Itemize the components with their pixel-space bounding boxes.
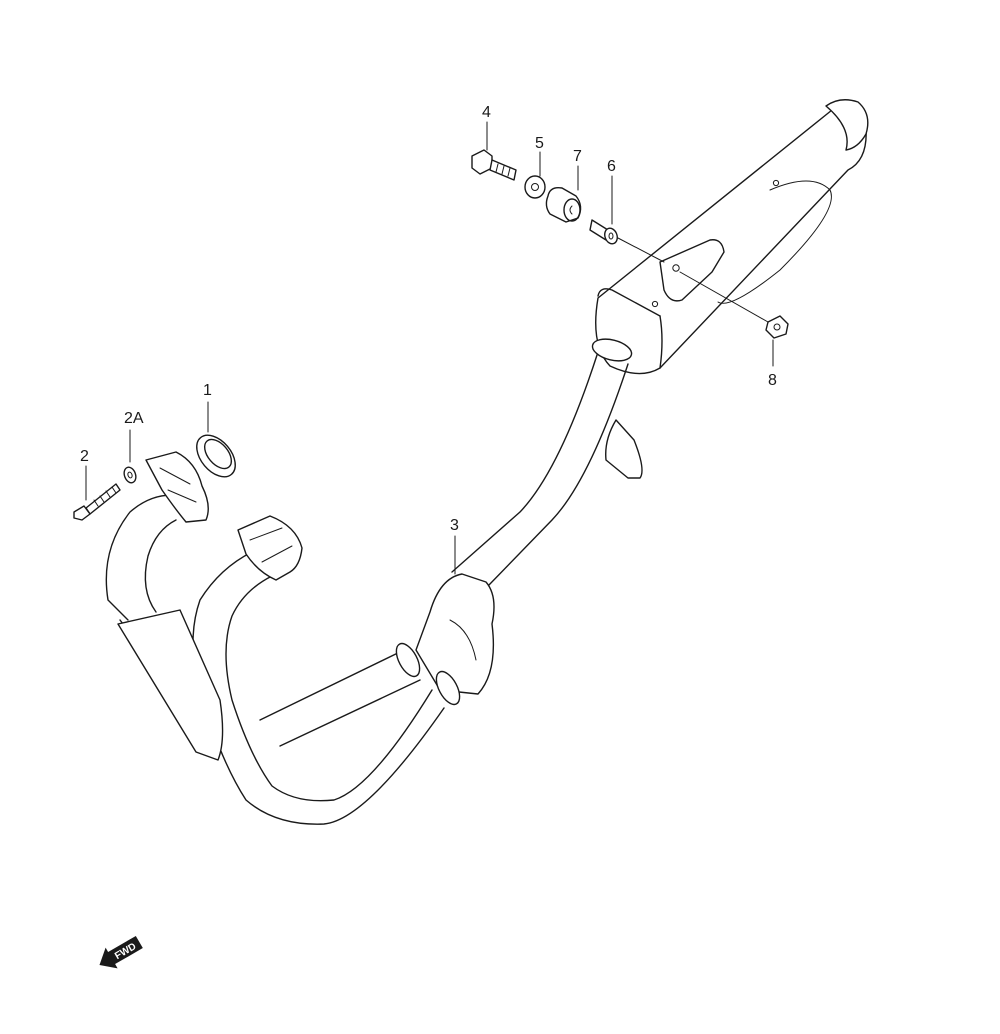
fwd-arrow-icon (99, 935, 143, 969)
mount-collar (589, 219, 618, 245)
callout-4: 4 (482, 104, 491, 121)
leader-lines (85, 121, 774, 575)
fwd-direction-badge: FWD (99, 935, 143, 969)
mount-assembly-axis (617, 237, 769, 323)
mount-bolt (471, 149, 517, 181)
callout-2a: 2A (124, 410, 144, 427)
callout-8: 8 (768, 372, 777, 389)
fwd-label: FWD (113, 941, 138, 962)
callout-1: 1 (203, 382, 212, 399)
flange-bolt (73, 483, 121, 521)
washer-2a (123, 466, 137, 484)
callout-2: 2 (80, 448, 89, 465)
exhaust-pipe-assembly (105, 338, 633, 825)
callout-5: 5 (535, 135, 544, 152)
callout-3: 3 (450, 517, 459, 534)
callout-7: 7 (573, 148, 582, 165)
mount-washer (524, 175, 546, 199)
rubber-grommet (545, 186, 582, 223)
mount-nut (765, 315, 789, 339)
exhaust-gasket (196, 434, 236, 478)
muffler (595, 99, 869, 479)
callout-6: 6 (607, 158, 616, 175)
